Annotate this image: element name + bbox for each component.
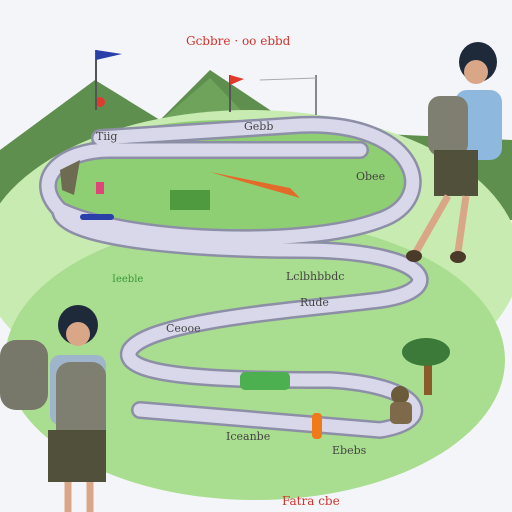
student-figure-right <box>406 42 502 263</box>
path-label-4: Ieeble <box>112 274 144 285</box>
hiker-figure <box>390 386 412 424</box>
path-label-5: Rude <box>300 296 329 309</box>
path-label-7: Iceanbe <box>226 430 271 443</box>
game-pieces <box>60 160 322 439</box>
pole-icon <box>259 75 317 115</box>
blue-flag-icon <box>95 50 122 110</box>
path-label-6: Ceooe <box>166 322 201 335</box>
winding-path <box>39 115 429 440</box>
student-figure-left <box>0 305 106 512</box>
path-label-1: Tiig <box>96 130 118 143</box>
path-label-3: Obee <box>356 170 386 183</box>
path-label-9: Lclbhbbdc <box>286 270 345 283</box>
red-flag-icon <box>229 75 244 112</box>
path-label-8: Ebebs <box>332 444 367 457</box>
path-label-2: Gebb <box>244 120 274 133</box>
scene-title: Gcbbre · oo ebbd <box>186 34 291 48</box>
footer-scribble: Fatra cbe <box>282 494 340 508</box>
tree-icon <box>402 338 450 395</box>
